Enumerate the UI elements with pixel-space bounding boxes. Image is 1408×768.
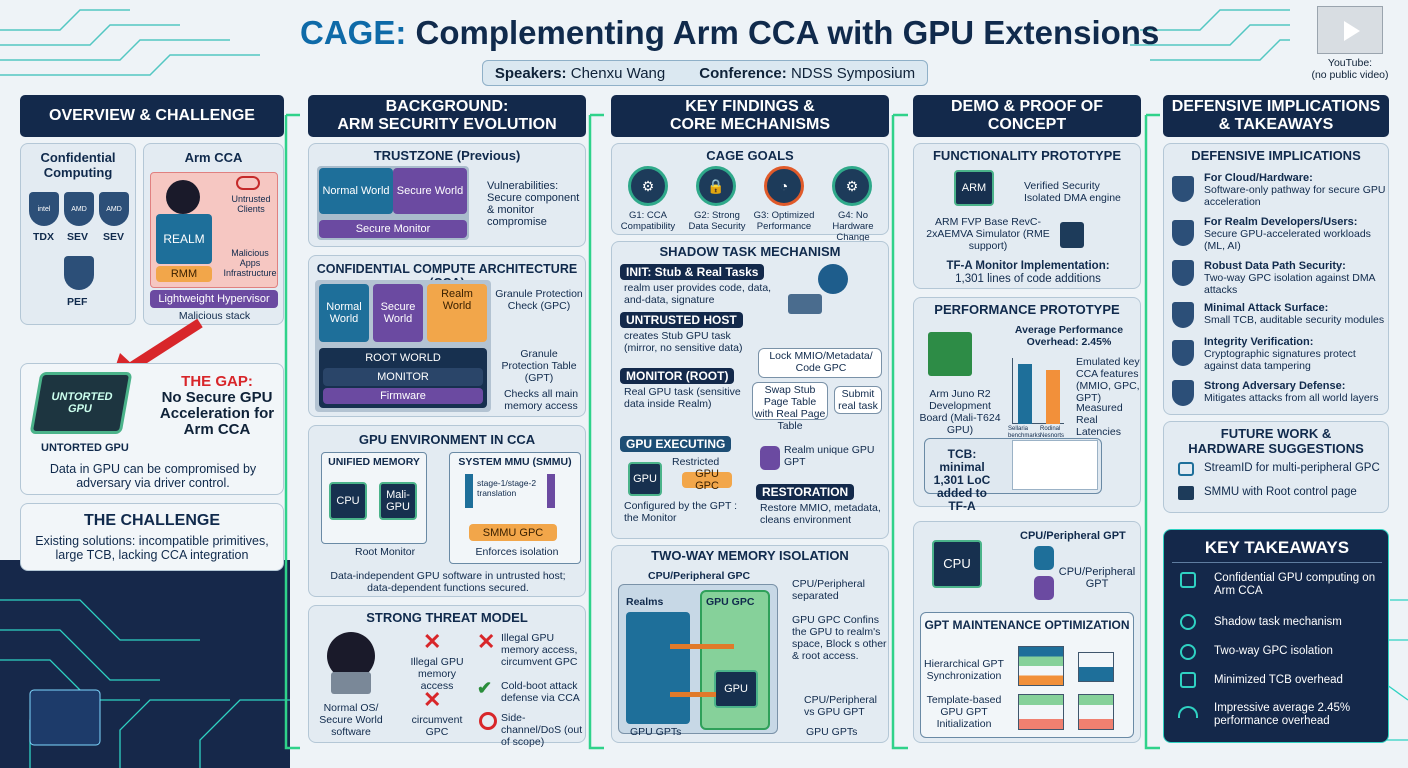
database-icon	[1034, 546, 1054, 570]
youtube-box[interactable]: YouTube: (no public video)	[1296, 6, 1404, 90]
chip-icon	[1180, 672, 1196, 688]
cpu-chip: CPU	[932, 540, 982, 588]
gauge-icon: ◔	[764, 166, 804, 206]
arm-chip: ARM	[954, 170, 994, 206]
gear-icon: ⚙	[832, 166, 872, 206]
mali-gpu-chip: Mali-GPU	[379, 482, 417, 520]
person-icon	[1180, 614, 1196, 630]
gap-card: UNTORTED GPU UNTORTED GPU THE GAP: No Se…	[20, 363, 284, 495]
defensive-card: DEFENSIVE IMPLICATIONS For Cloud/Hardwar…	[1163, 143, 1389, 415]
x-icon: ✕	[423, 687, 442, 712]
prohibited-icon	[479, 712, 497, 730]
gauge-icon	[1178, 706, 1198, 718]
cloud-shield-icon	[1172, 176, 1194, 202]
play-icon[interactable]	[1317, 6, 1383, 54]
user-icon	[818, 264, 848, 294]
shadow-task-card: SHADOW TASK MECHANISM INIT: Stub & Real …	[611, 241, 889, 539]
lock-icon	[1060, 222, 1084, 248]
sev-shield-icon: AMD	[64, 192, 94, 226]
bar-2	[1046, 370, 1060, 424]
tdx-shield-icon: intel	[29, 192, 59, 226]
brain-icon	[1172, 220, 1194, 246]
trustzone-card: TRUSTZONE (Previous) Normal World Secure…	[308, 143, 586, 247]
database-icon	[1034, 576, 1054, 600]
x-icon: ✕	[423, 629, 442, 654]
dev-board-icon	[928, 332, 972, 376]
table-icon	[1018, 694, 1064, 730]
header-overview: OVERVIEW & CHALLENGE	[20, 95, 284, 137]
threat-model-card: STRONG THREAT MODEL Normal OS/ Secure Wo…	[308, 605, 586, 748]
header-key-findings: KEY FINDINGS & CORE MECHANISMS	[611, 95, 889, 137]
database-icon	[760, 446, 780, 470]
chip-icon	[1178, 486, 1194, 500]
sev-shield-icon: AMD	[99, 192, 129, 226]
gpu-chip: GPU	[628, 462, 662, 496]
check-icon: ✔	[477, 678, 493, 698]
gpu-chip: GPU	[714, 670, 758, 708]
gpt-card: CPU CPU/Peripheral GPT CPU/Peripheral GP…	[913, 521, 1141, 743]
gpu-chip-icon: UNTORTED GPU	[29, 372, 133, 434]
document-icon	[1172, 340, 1194, 366]
functionality-card: FUNCTIONALITY PROTOTYPE ARM Verified Sec…	[913, 143, 1141, 289]
hacker-icon	[166, 180, 200, 214]
streamid-icon	[1178, 462, 1194, 476]
shield-icon	[1172, 260, 1194, 286]
compatibility-icon: ⚙	[628, 166, 668, 206]
bar-1	[1018, 364, 1032, 424]
shield-icon	[1172, 380, 1194, 406]
speaker-bar: Speakers: Chenxu Wang Conference: NDSS S…	[482, 60, 928, 86]
x-icon: ✕	[477, 629, 496, 654]
cca-card: CONFIDENTIAL COMPUTE ARCHITECTURE (CCA) …	[308, 255, 586, 417]
gpu-env-card: GPU ENVIRONMENT IN CCA UNIFIED MEMORY CP…	[308, 425, 586, 597]
header-defensive: DEFENSIVE IMPLICATIONS & TAKEAWAYS	[1163, 95, 1389, 137]
cage-goals-card: CAGE GOALS ⚙ 🔒 ◔ ⚙ G1: CCA Compatibility…	[611, 143, 889, 243]
laptop-icon	[331, 672, 371, 694]
confidential-computing-card: Confidential Computing intel AMD AMD TDX…	[20, 143, 136, 325]
pef-shield-icon	[64, 256, 94, 290]
cpu-chip: CPU	[329, 482, 367, 520]
page-title: CAGE: Complementing Arm CCA with GPU Ext…	[300, 14, 1160, 51]
header-demo: DEMO & PROOF OF CONCEPT	[913, 95, 1141, 137]
key-takeaways-panel: KEY TAKEAWAYS Confidential GPU computing…	[1163, 529, 1389, 743]
network-icon	[1172, 302, 1194, 328]
challenge-card: THE CHALLENGE Existing solutions: incomp…	[20, 503, 284, 571]
cloud-icon	[236, 176, 260, 190]
chip-icon	[1180, 572, 1196, 588]
header-background: BACKGROUND: ARM SECURITY EVOLUTION	[308, 95, 586, 137]
table-icon	[1018, 646, 1064, 686]
performance-card: PERFORMANCE PROTOTYPE Arm Juno R2 Develo…	[913, 297, 1141, 513]
table-icon	[1078, 694, 1114, 730]
two-way-isolation-card: TWO-WAY MEMORY ISOLATION CPU/Peripheral …	[611, 545, 889, 743]
arm-cca-card: Arm CCA REALM Untrusted Clients Maliciou…	[143, 143, 284, 325]
future-work-card: FUTURE WORK & HARDWARE SUGGESTIONS Strea…	[1163, 421, 1389, 513]
code-doc-icon	[1012, 440, 1098, 490]
table-icon	[1078, 652, 1114, 682]
laptop-icon	[788, 294, 822, 314]
share-icon	[1180, 644, 1196, 660]
lock-icon: 🔒	[696, 166, 736, 206]
